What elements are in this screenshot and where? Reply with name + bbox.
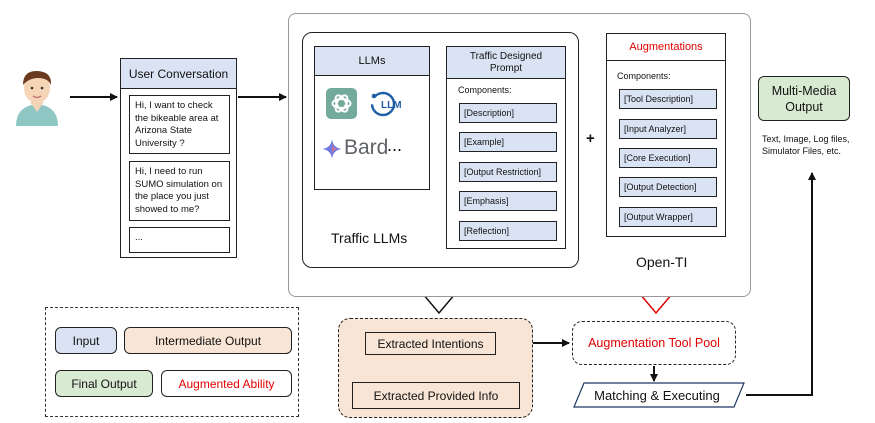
prompt-chip-output-restriction: [Output Restriction] — [459, 162, 557, 182]
aug-chip-core-execution: [Core Execution] — [619, 148, 717, 168]
legend-intermediate-output: Intermediate Output — [124, 327, 292, 354]
legend-input: Input — [55, 327, 117, 354]
matching-to-output-arrow — [746, 172, 816, 396]
traffic-prompt-title-line1: Traffic Designed — [469, 50, 543, 62]
bard-sparkle-icon — [322, 139, 342, 159]
llm-logo-text: LLM — [381, 100, 402, 111]
traffic-prompt-components-label: Components: — [458, 85, 512, 95]
extracted-provided-info: Extracted Provided Info — [352, 382, 520, 409]
llms-title: LLMs — [315, 47, 429, 76]
legend-augmented-ability: Augmented Ability — [161, 370, 292, 397]
augmentations-box: Augmentations Components: [Tool Descript… — [606, 33, 726, 237]
matching-executing-shape — [573, 382, 745, 408]
multi-media-title-line1: Multi-Media — [771, 83, 837, 98]
aug-chip-output-detection: [Output Detection] — [619, 177, 717, 197]
traffic-prompt-box: Traffic Designed Prompt Components: [Des… — [446, 46, 566, 249]
conversation-message-ellipsis: ... — [129, 227, 230, 253]
llms-box: LLMs LLM Bard ... — [314, 46, 430, 190]
legend-final-output: Final Output — [55, 370, 153, 397]
traffic-llms-label: Traffic LLMs — [331, 230, 408, 246]
llms-ellipsis: ... — [387, 135, 403, 155]
aug-chip-input-analyzer: [Input Analyzer] — [619, 119, 717, 139]
prompt-chip-reflection: [Reflection] — [459, 221, 557, 241]
prompt-chip-description: [Description] — [459, 103, 557, 123]
multi-media-title-line2: Output — [785, 99, 823, 114]
chatgpt-logo-icon — [326, 88, 357, 119]
extracted-intentions: Extracted Intentions — [365, 332, 496, 355]
plus-sign: + — [586, 130, 595, 147]
conversation-message-2: Hi, I need to run SUMO simulation on the… — [129, 161, 230, 221]
multi-media-description: Text, Image, Log files, Simulator Files,… — [762, 133, 850, 157]
conversation-message-1: Hi, I want to check the bikeable area at… — [129, 95, 230, 154]
multi-media-output-box: Multi-Media Output — [758, 76, 850, 121]
open-ti-label: Open-TI — [636, 254, 688, 270]
prompt-chip-example: [Example] — [459, 132, 557, 152]
legend-panel: Input Intermediate Output Final Output A… — [45, 307, 299, 417]
user-avatar-icon — [16, 70, 58, 126]
user-conversation-panel: User Conversation Hi, I want to check th… — [120, 58, 237, 258]
user-conversation-title: User Conversation — [121, 59, 236, 89]
augmentation-tool-pool: Augmentation Tool Pool — [572, 321, 736, 365]
aug-chip-output-wrapper: [Output Wrapper] — [619, 207, 717, 227]
multi-media-desc-line2: Simulator Files, etc. — [762, 146, 842, 156]
augmentations-components-label: Components: — [617, 71, 671, 81]
traffic-prompt-title-line2: Prompt — [489, 62, 523, 74]
bard-label: Bard — [344, 136, 389, 159]
multi-media-desc-line1: Text, Image, Log files, — [762, 134, 850, 144]
augmentations-title: Augmentations — [607, 34, 725, 61]
matching-executing-label: Matching & Executing — [594, 387, 720, 403]
traffic-prompt-title: Traffic Designed Prompt — [447, 47, 565, 79]
llm-logo-icon: LLM — [370, 91, 402, 117]
extracted-panel: Extracted Intentions Extracted Provided … — [338, 318, 533, 418]
prompt-chip-emphasis: [Emphasis] — [459, 191, 557, 211]
aug-chip-tool-description: [Tool Description] — [619, 89, 717, 109]
